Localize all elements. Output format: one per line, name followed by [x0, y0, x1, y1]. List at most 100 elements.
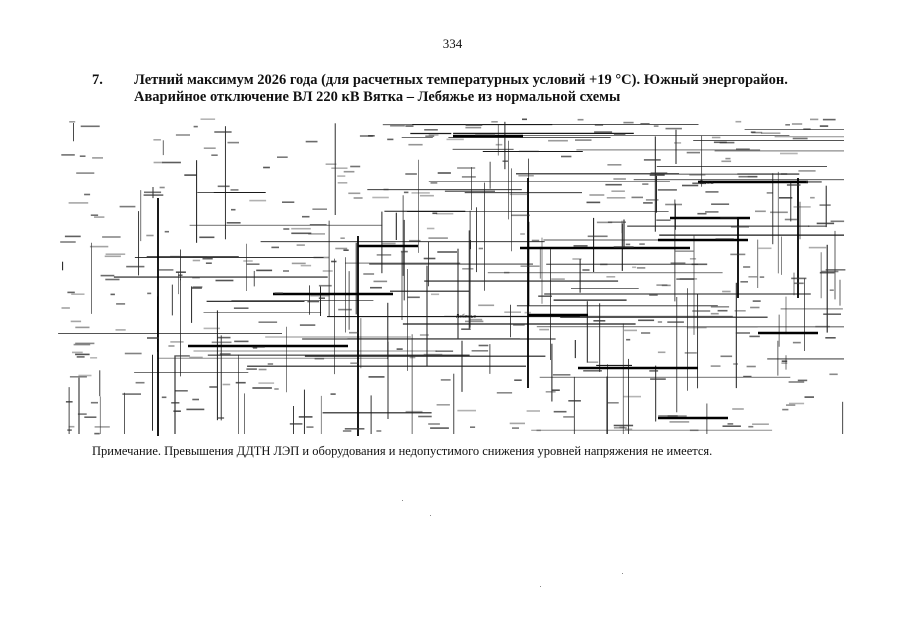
label-blob [512, 427, 519, 429]
label-blob [504, 311, 521, 313]
label-blob [736, 148, 750, 150]
label-blob [759, 276, 765, 278]
label-blob [300, 264, 312, 267]
label-blob [428, 237, 448, 239]
label-blob [267, 363, 274, 365]
label-blob [465, 320, 484, 323]
label-blob [607, 164, 622, 166]
label-blob [735, 332, 750, 334]
label-blob [810, 118, 819, 121]
label-blob [623, 395, 641, 398]
label-blob [258, 382, 275, 384]
label-blob [749, 335, 760, 338]
label-blob [730, 226, 749, 228]
label-blob [436, 212, 454, 215]
label-blob [252, 347, 258, 349]
label-blob [409, 239, 421, 242]
label-blob [423, 353, 443, 356]
label-blob [370, 286, 382, 289]
label-blob [770, 211, 788, 214]
label-blob [158, 269, 174, 271]
label-blob [798, 170, 816, 172]
label-blob [520, 233, 525, 235]
label-blob [710, 312, 719, 315]
label-blob [548, 139, 568, 142]
label-blob [193, 256, 201, 258]
label-blob [119, 205, 136, 208]
label-blob [214, 131, 232, 133]
label-blob [215, 279, 234, 282]
label-blob [720, 217, 738, 219]
label-blob [791, 277, 807, 280]
label-blob [135, 381, 145, 384]
label-blob [368, 135, 375, 137]
label-blob [312, 208, 327, 210]
label-blob [368, 376, 385, 378]
label-blob [67, 291, 75, 294]
label-blob [192, 276, 200, 279]
label-blob [92, 157, 103, 159]
label-blob [656, 219, 671, 221]
label-blob [746, 365, 756, 368]
label-blob [676, 278, 695, 280]
label-blob [411, 192, 430, 194]
label-blob [457, 167, 476, 169]
label-blob [589, 194, 605, 196]
label-blob [658, 415, 678, 417]
label-blob [192, 398, 199, 401]
label-blob [613, 133, 626, 136]
label-blob [632, 266, 637, 269]
label-blob [675, 250, 694, 252]
label-blob [643, 202, 653, 204]
label-blob [405, 173, 417, 175]
label-blob [613, 424, 634, 427]
label-blob [624, 428, 633, 431]
label-blob [750, 306, 760, 309]
label-blob [258, 321, 278, 323]
label-blob [164, 230, 169, 233]
label-blob [829, 289, 834, 291]
label-blob [504, 271, 510, 274]
label-blob [823, 313, 841, 315]
label-blob [335, 247, 348, 250]
label-blob [376, 430, 382, 432]
label-blob [722, 290, 731, 293]
label-blob [722, 425, 741, 427]
label-blob [227, 141, 239, 144]
label-blob [110, 293, 115, 296]
label-blob [788, 381, 805, 383]
label-blob [299, 324, 316, 326]
label-blob [717, 309, 728, 312]
label-blob [752, 423, 769, 425]
label-blob [705, 211, 719, 213]
label-blob [307, 300, 320, 303]
label-blob [173, 410, 181, 412]
label-blob [116, 303, 126, 305]
label-blob [246, 368, 257, 370]
label-blob [786, 184, 801, 186]
label-blob [76, 356, 85, 358]
label-blob [613, 246, 634, 248]
label-blob [174, 355, 190, 357]
label-blob [748, 276, 758, 278]
label-blob [175, 134, 190, 136]
label-blob [171, 402, 180, 404]
label-blob [383, 188, 389, 191]
label-blob [740, 281, 748, 283]
label-blob [684, 352, 697, 354]
label-blob [147, 337, 159, 339]
label-blob [330, 393, 336, 395]
label-blob [424, 129, 438, 131]
label-blob [461, 176, 476, 178]
label-blob [643, 159, 661, 161]
label-blob [102, 236, 121, 238]
label-blob [76, 172, 95, 174]
label-blob [430, 427, 449, 429]
label-blob [457, 409, 476, 412]
label-blob [192, 286, 203, 288]
label-blob [511, 214, 530, 217]
label-blob [277, 156, 288, 158]
label-blob [465, 126, 482, 129]
label-blob [322, 270, 333, 272]
label-blob [186, 408, 205, 411]
